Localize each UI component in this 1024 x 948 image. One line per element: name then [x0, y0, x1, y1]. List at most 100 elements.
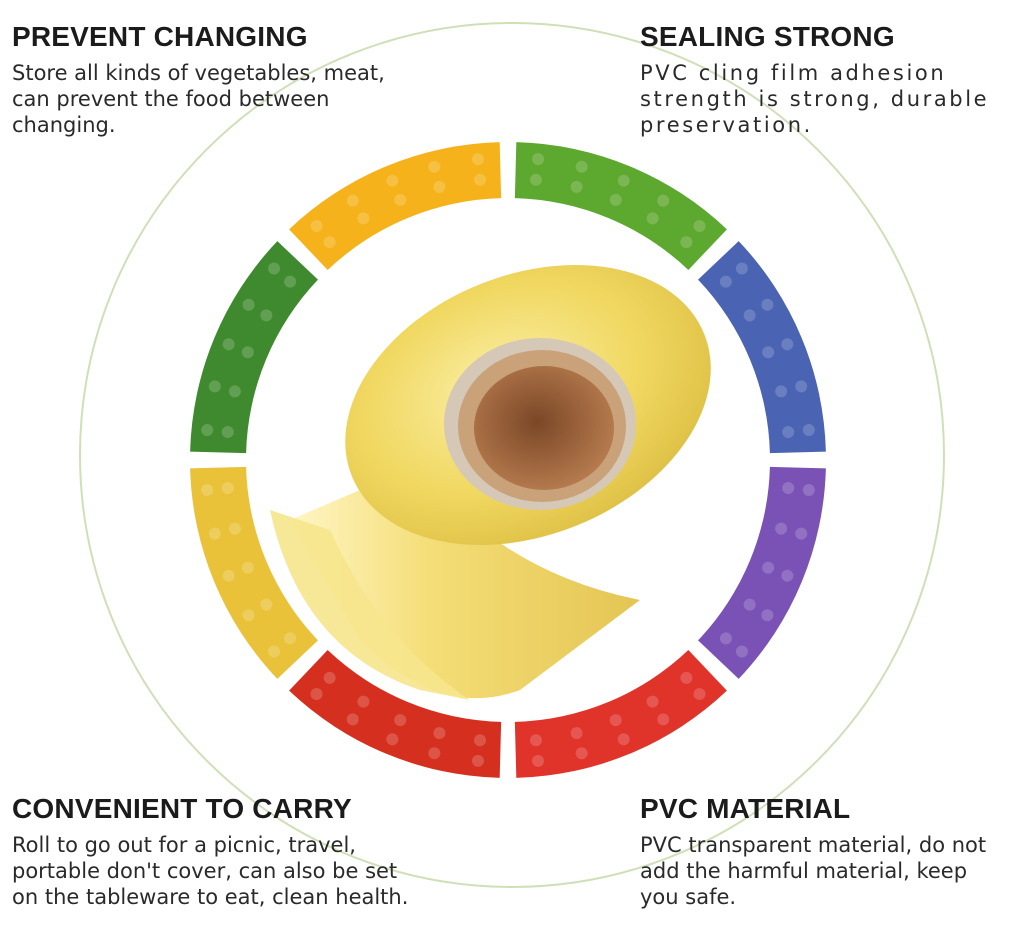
texture-dot [762, 561, 775, 574]
texture-dot [386, 174, 399, 187]
texture-dot [782, 481, 795, 494]
texture-dot [428, 160, 441, 173]
texture-dot [761, 609, 774, 622]
cling-film-roll [270, 265, 711, 700]
texture-dot [795, 380, 808, 393]
texture-dot [762, 346, 775, 359]
texture-dot [310, 220, 323, 233]
texture-dot [242, 298, 255, 311]
texture-dot [802, 423, 815, 436]
texture-dot [222, 338, 235, 351]
texture-dot [609, 193, 622, 206]
texture-dot [617, 174, 630, 187]
texture-dot [201, 484, 214, 497]
texture-dot [433, 727, 446, 740]
feature-sealing-strong: SEALING STRONG PVC cling film adhesion s… [640, 20, 1012, 138]
texture-dot [268, 262, 281, 275]
texture-dot [735, 645, 748, 658]
texture-dot [575, 160, 588, 173]
texture-dot [802, 484, 815, 497]
texture-dot [394, 714, 407, 727]
texture-dot [646, 695, 659, 708]
texture-dot [743, 309, 756, 322]
texture-dot [428, 747, 441, 760]
texture-dot [781, 338, 794, 351]
texture-dot [221, 426, 234, 439]
feature-convenient-to-carry: CONVENIENT TO CARRY Roll to go out for a… [12, 792, 422, 910]
texture-dot [242, 609, 255, 622]
vegetables-icon [190, 241, 318, 454]
texture-dot [719, 632, 732, 645]
texture-dot [433, 180, 446, 193]
texture-dot [570, 180, 583, 193]
feature-pvc-material: PVC MATERIAL PVC transparent material, d… [640, 792, 1012, 910]
texture-dot [208, 527, 221, 540]
texture-dot [782, 426, 795, 439]
corn-icon [190, 466, 318, 679]
texture-dot [260, 309, 273, 322]
texture-dot [284, 632, 297, 645]
texture-dot [743, 598, 756, 611]
feature-title: PVC MATERIAL [640, 793, 851, 824]
texture-dot [680, 236, 693, 249]
texture-dot [474, 734, 487, 747]
texture-dot [795, 527, 808, 540]
texture-dot [357, 695, 370, 708]
texture-dot [386, 733, 399, 746]
texture-dot [228, 522, 241, 535]
texture-dot [471, 153, 484, 166]
feature-description: Store all kinds of vegetables, meat, can… [12, 61, 385, 137]
texture-dot [693, 687, 706, 700]
texture-dot [693, 220, 706, 233]
texture-dot [575, 747, 588, 760]
texture-dot [471, 754, 484, 767]
feature-description: PVC cling film adhesion strength is stro… [640, 61, 990, 137]
feature-description: Roll to go out for a picnic, travel, por… [12, 833, 409, 909]
texture-dot [657, 194, 670, 207]
texture-dot [260, 598, 273, 611]
texture-dot [228, 385, 241, 398]
texture-dot [241, 561, 254, 574]
texture-dot [221, 481, 234, 494]
texture-dot [735, 262, 748, 275]
feature-title: CONVENIENT TO CARRY [12, 793, 352, 824]
texture-dot [394, 193, 407, 206]
texture-dot [532, 153, 545, 166]
texture-dot [284, 275, 297, 288]
texture-dot [529, 173, 542, 186]
texture-dot [719, 275, 732, 288]
texture-dot [617, 733, 630, 746]
texture-dot [775, 385, 788, 398]
blueberries-icon [698, 241, 826, 454]
texture-dot [346, 713, 359, 726]
texture-dot [646, 212, 659, 225]
feature-description: PVC transparent material, do not add the… [640, 833, 987, 909]
red-pepper-icon [289, 650, 502, 778]
texture-dot [268, 645, 281, 658]
texture-dot [323, 671, 336, 684]
texture-dot [761, 298, 774, 311]
texture-dot [570, 727, 583, 740]
texture-dot [657, 713, 670, 726]
texture-dot [609, 714, 622, 727]
outer-ring [79, 22, 945, 888]
feature-title: SEALING STRONG [640, 21, 895, 52]
texture-dot [346, 194, 359, 207]
grapes-icon [698, 466, 826, 679]
texture-dot [222, 569, 235, 582]
orange-slice-icon [289, 142, 502, 270]
texture-dot [680, 671, 693, 684]
texture-dot [775, 522, 788, 535]
texture-dot [529, 734, 542, 747]
texture-dot [208, 380, 221, 393]
texture-dot [201, 423, 214, 436]
strawberries-icon [514, 650, 727, 778]
lettuce-icon [514, 142, 727, 270]
feature-prevent-changing: PREVENT CHANGING Store all kinds of vege… [12, 20, 422, 138]
texture-dot [323, 236, 336, 249]
texture-dot [474, 173, 487, 186]
texture-dot [781, 569, 794, 582]
texture-dot [357, 212, 370, 225]
texture-dot [532, 754, 545, 767]
